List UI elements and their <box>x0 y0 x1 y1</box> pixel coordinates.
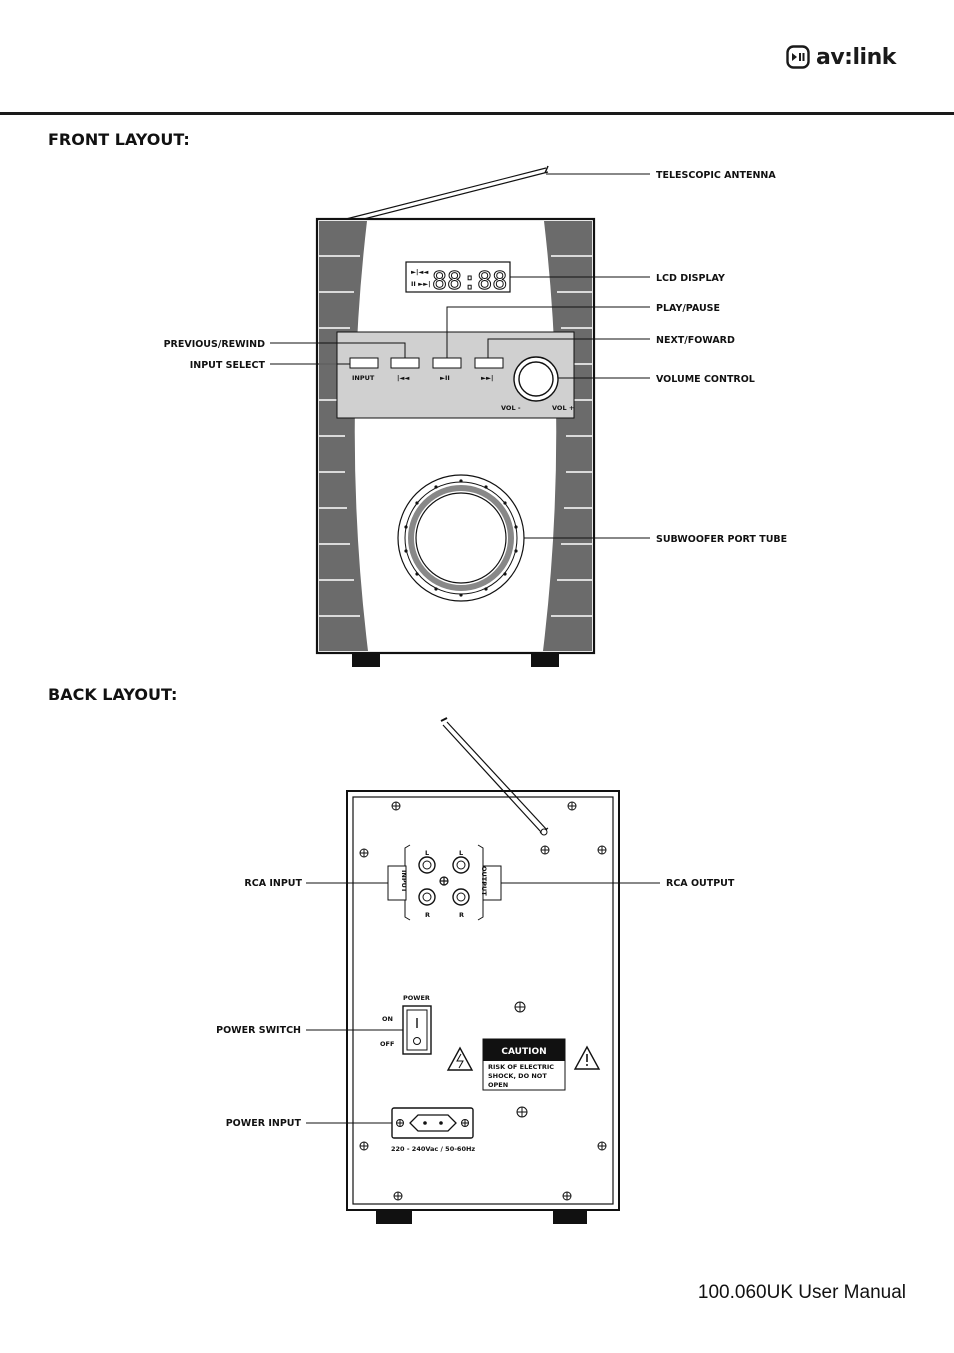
rca-output-left-jack[interactable] <box>452 856 470 874</box>
front-layout-title: FRONT LAYOUT: <box>48 130 190 149</box>
volume-knob[interactable] <box>513 356 559 402</box>
front-speaker-diagram: ►|◄◄ II ►►| 88:88 INPUT |◄◄ ►II ►►| VOL … <box>164 165 787 667</box>
brand-logo: av:link <box>786 42 896 72</box>
vol-minus-label: VOL - <box>501 404 521 412</box>
callout-power-switch: POWER SWITCH <box>216 1025 301 1036</box>
rca-output-right-jack[interactable] <box>452 888 470 906</box>
lcd-digits: 88:88 <box>432 266 507 295</box>
input-select-button[interactable] <box>349 357 379 369</box>
play-pause-button[interactable] <box>432 357 462 369</box>
play-pause-icon <box>786 45 810 69</box>
power-label: POWER <box>403 994 430 1002</box>
voltage-rating: 220 - 240Vac / 50-60Hz <box>391 1145 475 1153</box>
caution-line-2: SHOCK, DO NOT <box>488 1072 547 1080</box>
back-left-foot <box>376 1211 412 1224</box>
callout-power-input: POWER INPUT <box>226 1118 302 1129</box>
front-right-foot <box>531 653 559 667</box>
lcd-icons-bottom: II ►►| <box>411 280 430 289</box>
on-label: ON <box>382 1015 393 1023</box>
footer-manual-title: 100.060UK User Manual <box>697 1282 906 1303</box>
callout-subwoofer-port: SUBWOOFER PORT TUBE <box>656 534 787 545</box>
rear-antenna <box>440 717 549 836</box>
rca-input-label: INPUT <box>400 870 408 893</box>
play-button-symbol: ►II <box>440 374 450 382</box>
callout-input-select: INPUT SELECT <box>190 360 266 371</box>
callout-volume-control: VOLUME CONTROL <box>656 374 755 385</box>
rca-input-right-jack[interactable] <box>418 888 436 906</box>
off-label: OFF <box>380 1040 394 1048</box>
telescopic-antenna <box>345 165 549 224</box>
logo-text: av:link <box>816 44 896 70</box>
rca-output-label: OUTPUT <box>480 866 488 896</box>
subwoofer-port-tube <box>397 474 525 602</box>
electric-shock-warning-icon <box>446 1046 474 1071</box>
power-switch[interactable] <box>402 1005 432 1055</box>
rca-jack-block: INPUT OUTPUT L L R R <box>387 844 502 921</box>
screw-icons <box>359 801 607 1201</box>
input-right-label: R <box>425 911 430 919</box>
next-button-symbol: ►►| <box>481 374 493 383</box>
output-left-label: L <box>459 849 463 857</box>
caution-line-1: RISK OF ELECTRIC <box>488 1063 554 1071</box>
back-layout-title: BACK LAYOUT: <box>48 685 178 704</box>
lcd-display: ►|◄◄ II ►►| 88:88 <box>405 261 511 296</box>
back-speaker-diagram: INPUT OUTPUT L L R R POWER ON OFF <box>216 717 735 1224</box>
callout-play-pause: PLAY/PAUSE <box>656 303 720 314</box>
output-right-label: R <box>459 911 464 919</box>
caution-label: CAUTION RISK OF ELECTRIC SHOCK, DO NOT O… <box>446 1038 601 1091</box>
callout-previous-rewind: PREVIOUS/REWIND <box>164 339 266 350</box>
power-input-socket[interactable] <box>391 1107 474 1139</box>
input-left-label: L <box>425 849 429 857</box>
vol-plus-label: VOL + <box>552 404 574 412</box>
callout-next-forward: NEXT/FOWARD <box>656 335 735 346</box>
next-forward-button[interactable] <box>474 357 504 369</box>
prev-button-symbol: |◄◄ <box>397 374 409 383</box>
input-button-label: INPUT <box>352 374 375 382</box>
rca-input-left-jack[interactable] <box>418 856 436 874</box>
lcd-icons-top: ►|◄◄ <box>411 268 428 277</box>
caution-title: CAUTION <box>501 1047 546 1057</box>
callout-lcd-display: LCD DISPLAY <box>656 273 725 284</box>
caution-line-3: OPEN <box>488 1081 508 1089</box>
callout-rca-output: RCA OUTPUT <box>666 878 735 889</box>
callout-rca-input: RCA INPUT <box>244 878 302 889</box>
back-right-foot <box>553 1211 587 1224</box>
header-rule <box>0 112 954 115</box>
callout-telescopic-antenna: TELESCOPIC ANTENNA <box>656 170 776 181</box>
front-left-foot <box>352 653 380 667</box>
previous-rewind-button[interactable] <box>390 357 420 369</box>
